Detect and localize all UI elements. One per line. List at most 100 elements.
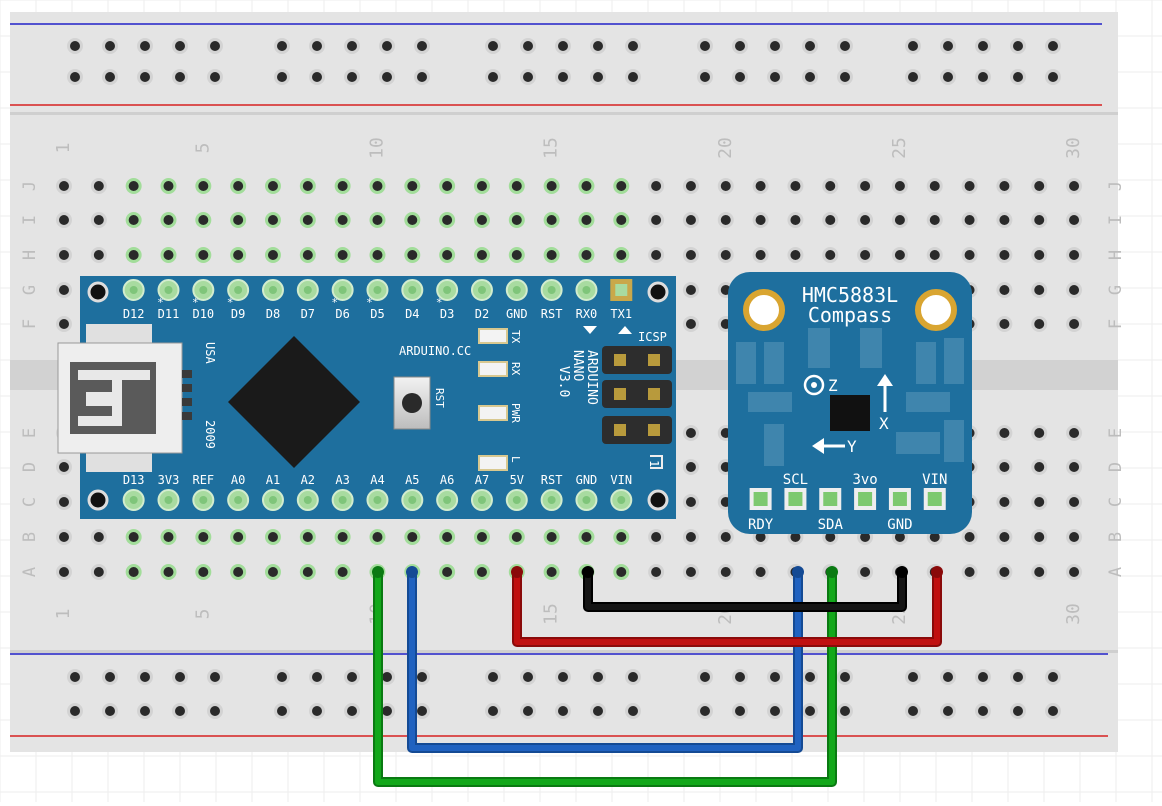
wire-end xyxy=(406,566,418,578)
led-pwr-label: PWR xyxy=(509,403,522,423)
pin-label-top: D3 xyxy=(440,307,454,321)
wire-black[interactable] xyxy=(585,569,905,610)
column-number: 10 xyxy=(366,137,387,159)
pin-label-bottom: 3V3 xyxy=(158,473,180,487)
column-number: 15 xyxy=(541,603,562,625)
pin-label-top: TX1 xyxy=(610,307,632,321)
tx-arrow-icon xyxy=(618,326,632,334)
wire-end xyxy=(582,566,594,578)
compass-subtitle: Compass xyxy=(808,303,892,327)
pwm-marker: * xyxy=(331,296,338,309)
row-letter: A xyxy=(20,567,40,577)
pin-label-bottom: A2 xyxy=(301,473,315,487)
nano-mount-hole xyxy=(87,489,109,511)
wire-red[interactable] xyxy=(514,569,940,645)
year-label: 2009 xyxy=(203,420,217,449)
column-number: 1 xyxy=(53,143,74,154)
wire-blue[interactable] xyxy=(409,569,801,751)
pwm-marker: * xyxy=(436,296,443,309)
pin-label-top: D10 xyxy=(192,307,214,321)
model-label-3: V3.0 xyxy=(556,366,571,397)
wire-green[interactable] xyxy=(375,569,835,785)
pin-label-bottom: A0 xyxy=(231,473,245,487)
model-label-2: NANO xyxy=(570,350,585,381)
row-letter: E xyxy=(1106,428,1126,438)
led-tx-label: TX xyxy=(509,330,522,344)
column-number: 5 xyxy=(192,609,213,620)
pwm-marker: * xyxy=(227,296,234,309)
row-letter: G xyxy=(1106,285,1126,295)
row-letter: D xyxy=(1106,462,1126,472)
row-letter: H xyxy=(20,250,40,260)
compass-mount-hole xyxy=(743,289,785,331)
x-axis-label: X xyxy=(879,414,889,433)
icsp-label: ICSP xyxy=(638,330,667,344)
pin-label-top: D11 xyxy=(158,307,180,321)
pin-label-top: D9 xyxy=(231,307,245,321)
compass-pin-label-bottom: GND xyxy=(887,517,912,533)
row-letter: J xyxy=(20,181,40,191)
reset-button[interactable] xyxy=(393,376,431,430)
column-number: 20 xyxy=(715,137,736,159)
compass-pin-label-top: VIN xyxy=(922,472,947,488)
nano-mount-hole xyxy=(87,281,109,303)
column-number: 5 xyxy=(192,143,213,154)
wire-end xyxy=(372,566,384,578)
nano-pin-headers: D12D13D113V3D10REFD9A0D8A1D7A2D6A3D5A4D4… xyxy=(122,279,633,511)
y-axis-label: Y xyxy=(847,437,857,456)
column-number: 15 xyxy=(541,137,562,159)
row-letter: B xyxy=(1106,532,1126,542)
pin-label-top: D12 xyxy=(123,307,145,321)
compass-title: HMC5883L xyxy=(802,283,898,307)
row-letter: D xyxy=(20,462,40,472)
pin-label-bottom: A1 xyxy=(266,473,280,487)
pin-label-top: D4 xyxy=(405,307,419,321)
row-letter: G xyxy=(20,285,40,295)
nano-mount-hole xyxy=(647,489,669,511)
pin-label-top: D6 xyxy=(335,307,349,321)
compass-components xyxy=(736,328,964,466)
pin-label-bottom: A7 xyxy=(475,473,489,487)
led-pwr xyxy=(478,405,508,421)
breadboard-holes xyxy=(56,38,1083,719)
wire-end xyxy=(826,566,838,578)
z-axis-label: Z xyxy=(828,376,838,395)
pwm-marker: * xyxy=(157,296,164,309)
compass-pin-label-bottom: RDY xyxy=(748,517,774,533)
row-letter: F xyxy=(20,319,40,329)
pin-label-bottom: A6 xyxy=(440,473,454,487)
wire-end xyxy=(896,566,908,578)
pin-label-bottom: D13 xyxy=(123,473,145,487)
led-l xyxy=(478,455,508,471)
pwm-marker: * xyxy=(192,296,199,309)
pin-label-bottom: A5 xyxy=(405,473,419,487)
column-number: 1 xyxy=(53,609,74,620)
status-leds xyxy=(478,328,508,471)
pin-label-top: GND xyxy=(506,307,528,321)
usa-label: USA xyxy=(203,342,217,364)
icsp-pin1-label: 1 xyxy=(647,460,661,467)
rst-label: RST xyxy=(433,388,446,408)
pin-label-bottom: REF xyxy=(192,473,214,487)
rx-arrow-icon xyxy=(583,326,597,334)
usb-connector[interactable] xyxy=(57,324,192,472)
pin-label-bottom: A3 xyxy=(335,473,349,487)
icsp-header[interactable] xyxy=(602,346,672,469)
pin-label-bottom: RST xyxy=(541,473,563,487)
pwm-marker: * xyxy=(366,296,373,309)
compass-pin-label-top: SCL xyxy=(783,472,808,488)
row-letter: J xyxy=(1106,181,1126,191)
z-axis-icon xyxy=(803,374,825,396)
sensor-chip xyxy=(830,395,870,431)
row-letter: I xyxy=(20,215,40,225)
rail-divider-top xyxy=(10,112,1118,115)
row-letter: B xyxy=(20,532,40,542)
pin-label-bottom: GND xyxy=(576,473,598,487)
row-letter: H xyxy=(1106,250,1126,260)
pin-label-bottom: A4 xyxy=(370,473,384,487)
